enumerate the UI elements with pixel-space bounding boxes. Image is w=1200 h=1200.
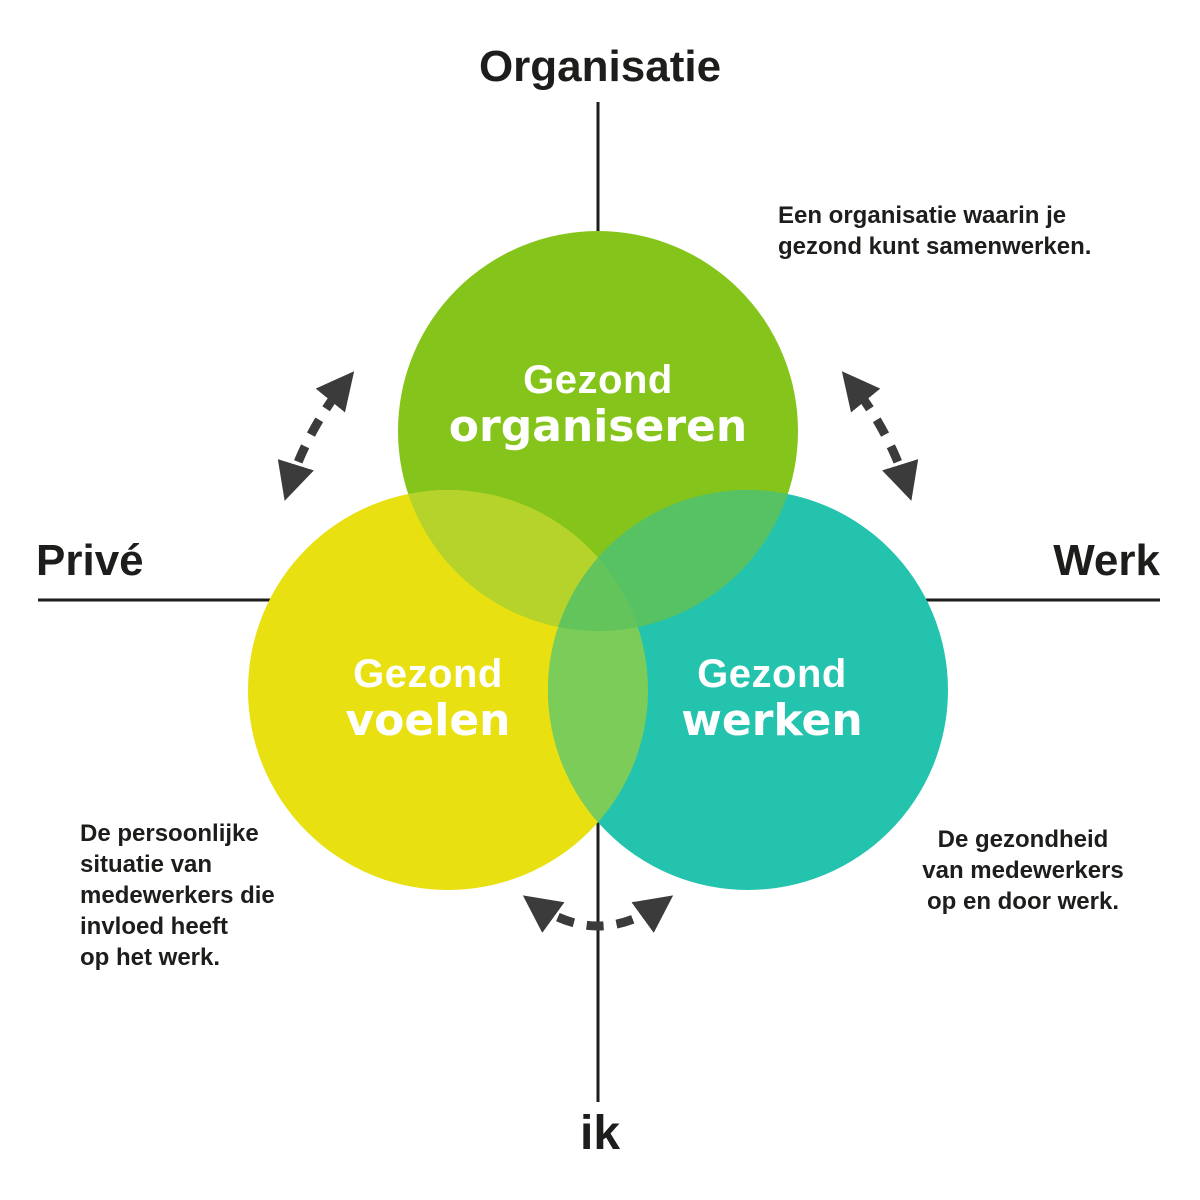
axis-label-organisatie: Organisatie xyxy=(478,42,722,91)
label-gezond-organiseren: Gezond organiseren xyxy=(398,358,798,452)
annotation-werk-line1: De gezondheid xyxy=(937,826,1109,853)
annotation-prive-line4: invloed heeft xyxy=(80,913,229,940)
label-gezond-werken-line1: Gezond xyxy=(697,652,847,696)
label-gezond-voelen-line1: Gezond xyxy=(353,652,503,696)
annotation-werk: De gezondheid van medewerkers op en door… xyxy=(916,824,1130,917)
label-gezond-voelen: Gezond voelen xyxy=(228,652,628,746)
overlap-organiseren-werken xyxy=(548,490,798,631)
annotation-werk-line2: van medewerkers xyxy=(922,857,1124,884)
label-gezond-werken-line2: werken xyxy=(681,695,863,746)
annotation-prive-line1: De persoonlijke xyxy=(80,820,259,847)
annotation-prive-line3: medewerkers die xyxy=(80,882,275,909)
arrow-voelen-werken xyxy=(522,895,674,933)
annotation-organisatie-line1: Een organisatie waarin je xyxy=(778,202,1067,229)
annotation-organisatie: Een organisatie waarin je gezond kunt sa… xyxy=(778,200,1091,262)
axis-label-ik: ik xyxy=(579,1107,621,1160)
overlap-organiseren-voelen xyxy=(398,490,648,631)
arrow-organiseren-werken xyxy=(841,371,919,501)
annotation-prive-line5: op het werk. xyxy=(80,944,221,971)
label-gezond-voelen-line2: voelen xyxy=(345,695,511,746)
label-gezond-organiseren-line1: Gezond xyxy=(523,358,673,402)
annotation-werk-line3: op en door werk. xyxy=(926,888,1120,915)
arrow-voelen-organiseren xyxy=(277,371,355,501)
annotation-prive: De persoonlijke situatie van medewerkers… xyxy=(80,818,275,973)
axis-label-werk: Werk xyxy=(1053,536,1160,585)
annotation-organisatie-line2: gezond kunt samenwerken. xyxy=(778,233,1092,260)
axis-label-prive: Privé xyxy=(36,536,144,585)
label-gezond-organiseren-line2: organiseren xyxy=(448,401,748,452)
annotation-prive-line2: situatie van xyxy=(80,851,213,878)
label-gezond-werken: Gezond werken xyxy=(572,652,972,746)
